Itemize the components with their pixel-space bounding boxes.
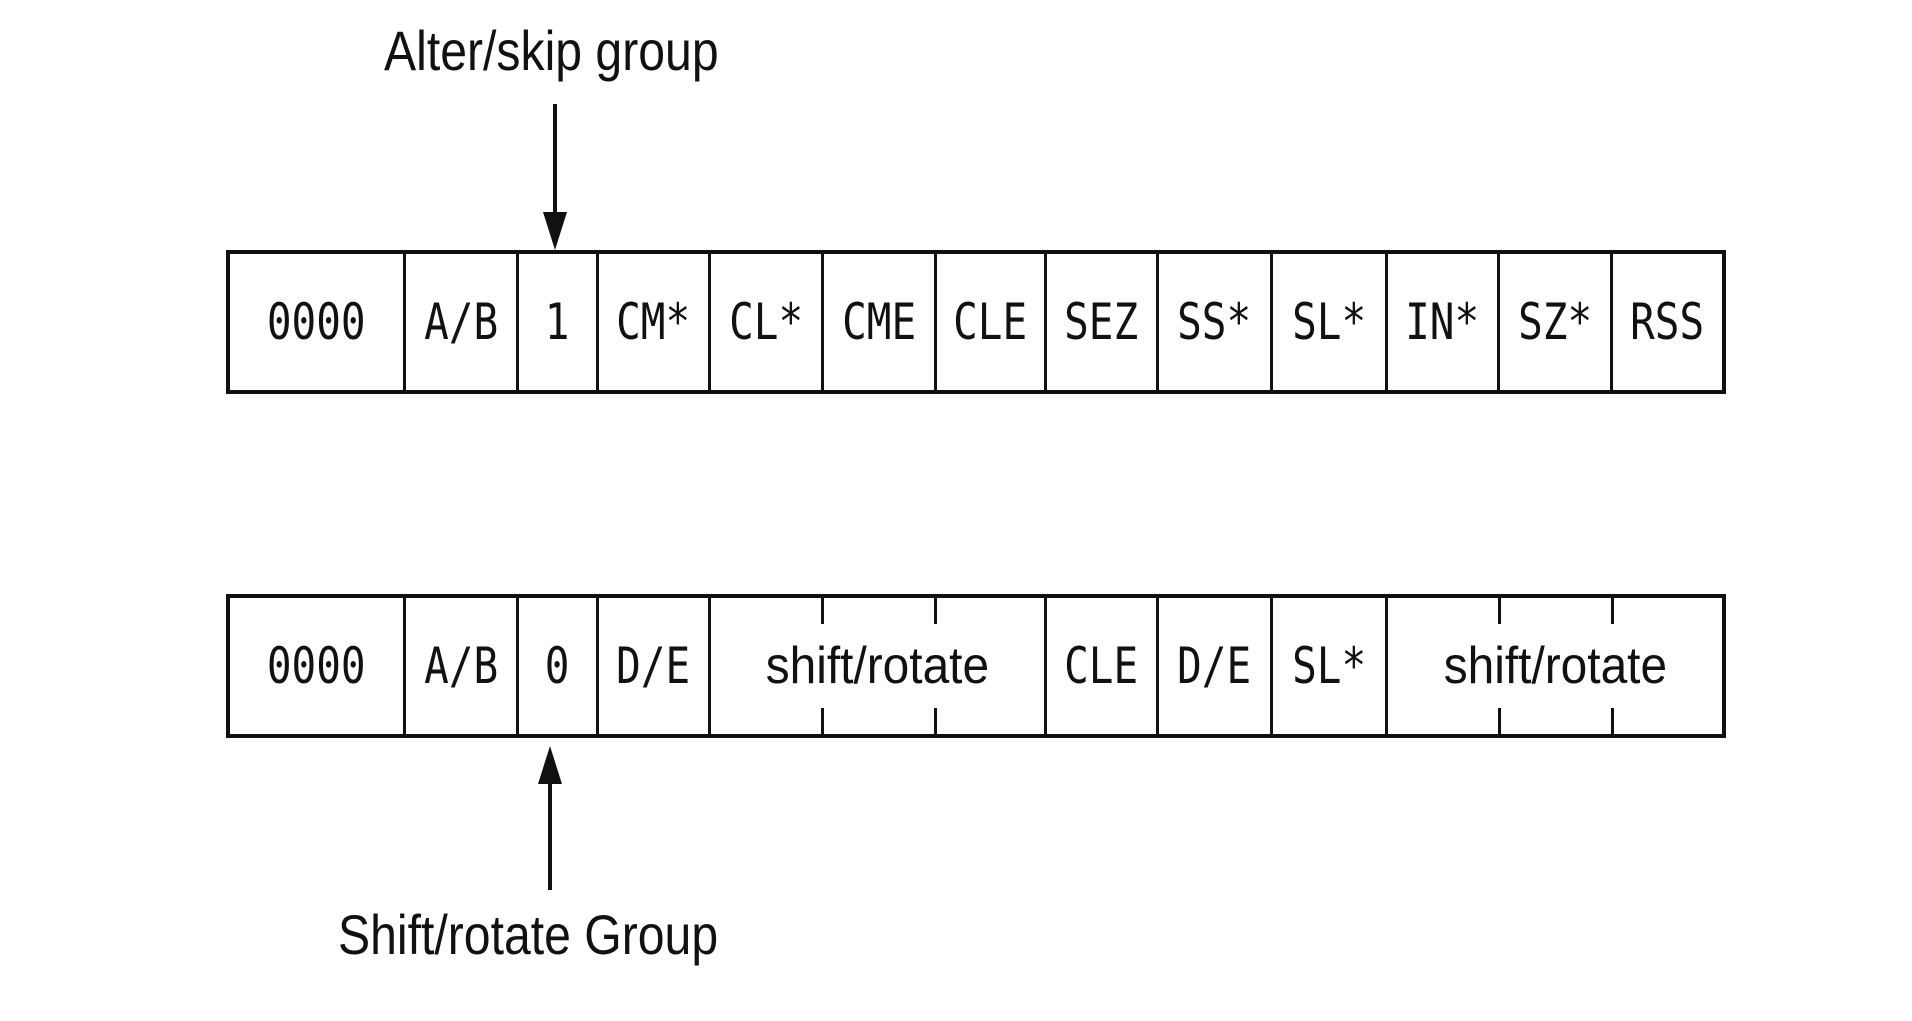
cell-text: CLE xyxy=(953,293,1028,351)
cell-text: D/E xyxy=(1177,637,1252,695)
cell-text: shift/rotate xyxy=(765,637,990,695)
bit-tick-mark xyxy=(934,708,937,734)
cell-text: 0000 xyxy=(267,637,366,695)
cell-text: 1 xyxy=(545,293,570,351)
register-cell-de: D/E xyxy=(596,598,708,734)
register-cell-rss: RSS xyxy=(1610,254,1722,390)
register-cell-cle: CLE xyxy=(1044,598,1156,734)
register-cell-cm: CM* xyxy=(596,254,708,390)
bit-tick-mark xyxy=(1611,598,1614,624)
register-cell-ss: SS* xyxy=(1156,254,1270,390)
register-field-shift-rotate: shift/rotate xyxy=(708,598,1044,734)
cell-text: CLE xyxy=(1064,637,1139,695)
register-cell-sz: SZ* xyxy=(1497,254,1610,390)
bit-tick-mark xyxy=(821,598,824,624)
cell-text: 0 xyxy=(545,637,570,695)
bit-tick-mark xyxy=(934,598,937,624)
cell-text: 0000 xyxy=(267,293,366,351)
register-cell-group-bit: 0 xyxy=(516,598,596,734)
bit-tick-mark xyxy=(1498,708,1501,734)
cell-text: CL* xyxy=(728,293,804,351)
up-arrow-icon xyxy=(538,746,562,890)
alter-skip-group-label: Alter/skip group xyxy=(384,19,719,82)
cell-text: shift/rotate xyxy=(1443,637,1667,695)
register-field-shift-rotate: shift/rotate xyxy=(1385,598,1722,734)
register-cell-ab: A/B xyxy=(403,598,516,734)
cell-text: CM* xyxy=(616,293,691,351)
down-arrow-icon xyxy=(543,104,567,250)
register-cell-opcode: 0000 xyxy=(230,598,403,734)
register-cell-de: D/E xyxy=(1156,598,1270,734)
shift-rotate-instruction-register: 0000 A/B 0 D/E shift/rotate CLE D/E SL* … xyxy=(226,594,1726,738)
register-cell-sl: SL* xyxy=(1270,598,1385,734)
cell-text: D/E xyxy=(616,637,691,695)
cell-text: RSS xyxy=(1630,293,1705,351)
register-cell-in: IN* xyxy=(1385,254,1497,390)
cell-text: A/B xyxy=(423,637,499,695)
register-cell-cl: CL* xyxy=(708,254,821,390)
register-cell-cme: CME xyxy=(821,254,934,390)
cell-text: A/B xyxy=(423,293,499,351)
cell-text: SEZ xyxy=(1064,293,1139,351)
alter-skip-instruction-register: 0000 A/B 1 CM* CL* CME CLE SEZ SS* SL* I… xyxy=(226,250,1726,394)
bit-tick-mark xyxy=(821,708,824,734)
cell-text: CME xyxy=(841,293,917,351)
cell-text: SL* xyxy=(1291,637,1367,695)
bit-tick-mark xyxy=(1611,708,1614,734)
register-cell-sez: SEZ xyxy=(1044,254,1156,390)
register-cell-ab: A/B xyxy=(403,254,516,390)
cell-text: SZ* xyxy=(1517,293,1593,351)
register-cell-cle: CLE xyxy=(934,254,1044,390)
cell-text: SL* xyxy=(1291,293,1367,351)
register-cell-group-bit: 1 xyxy=(516,254,596,390)
register-cell-opcode: 0000 xyxy=(230,254,403,390)
bit-tick-mark xyxy=(1498,598,1501,624)
cell-text: IN* xyxy=(1405,293,1480,351)
cell-text: SS* xyxy=(1177,293,1252,351)
shift-rotate-group-label: Shift/rotate Group xyxy=(338,903,719,966)
register-cell-sl: SL* xyxy=(1270,254,1385,390)
